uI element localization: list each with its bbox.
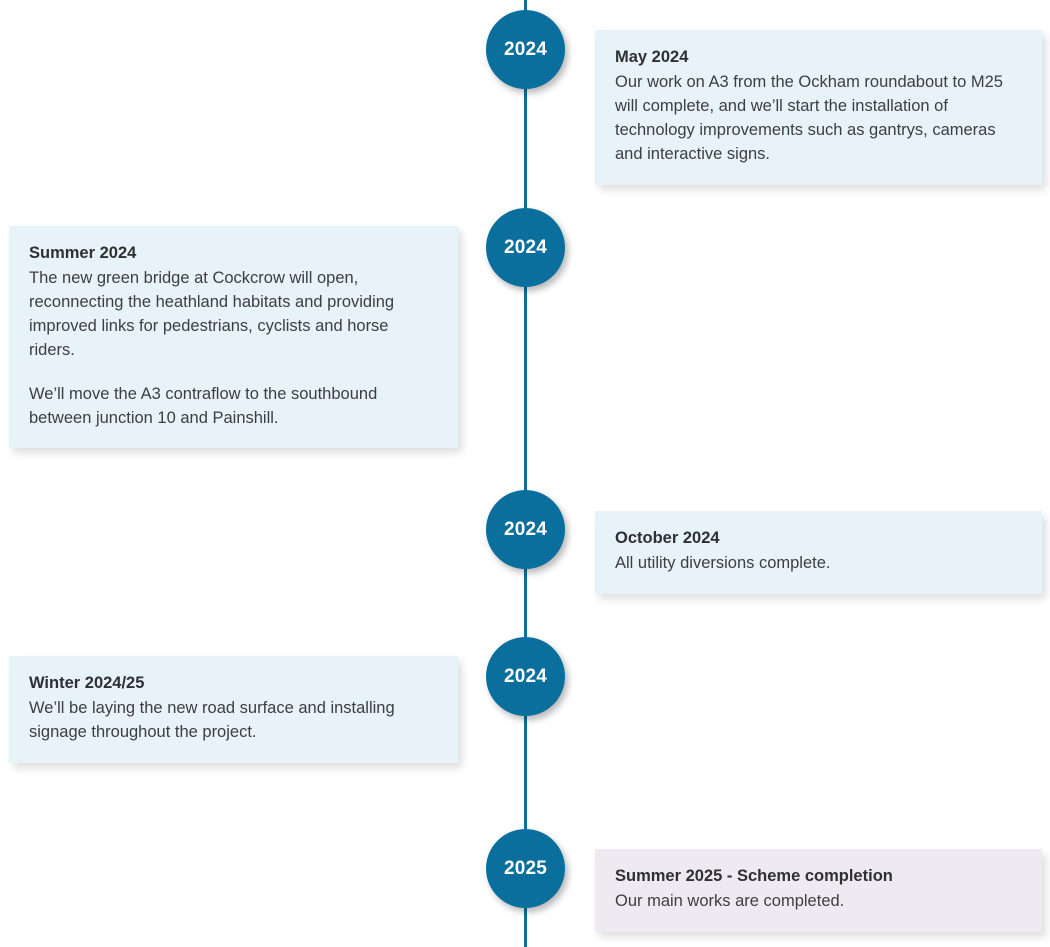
timeline-marker-year: 2024: [503, 666, 548, 687]
timeline-marker-year: 2024: [503, 519, 548, 540]
timeline-marker-year: 2024: [503, 237, 548, 258]
timeline-marker-5: 2025: [486, 829, 565, 908]
timeline-marker-4: 2024: [486, 637, 565, 716]
timeline-card-title: May 2024: [615, 48, 689, 66]
timeline-card-title: October 2024: [615, 529, 720, 547]
timeline-marker-1: 2024: [486, 10, 565, 89]
timeline-card-may-2024: May 2024 Our work on A3 from the Ockham …: [595, 30, 1042, 185]
timeline-card-winter-2024-25: Winter 2024/25 We’ll be laying the new r…: [9, 656, 458, 763]
timeline-card-paragraph: Our main works are completed.: [615, 891, 845, 910]
timeline-card-paragraph: Our work on A3 from the Ockham roundabou…: [615, 72, 1003, 163]
timeline-marker-2: 2024: [486, 208, 565, 287]
timeline-card-october-2024: October 2024 All utility diversions comp…: [595, 511, 1042, 594]
timeline-marker-year: 2025: [503, 858, 548, 879]
timeline-card-paragraph: We’ll be laying the new road surface and…: [29, 698, 395, 741]
timeline-card-summer-2025: Summer 2025 - Scheme completion Our main…: [595, 849, 1042, 932]
timeline-card-title: Summer 2024: [29, 244, 137, 262]
timeline-card-paragraph: All utility diversions complete.: [615, 553, 831, 572]
timeline-spine: [524, 0, 527, 947]
timeline-marker-3: 2024: [486, 490, 565, 569]
timeline-card-paragraph: The new green bridge at Cockcrow will op…: [29, 268, 395, 359]
timeline-card-summer-2024: Summer 2024 The new green bridge at Cock…: [9, 226, 458, 449]
timeline-card-title: Summer 2025 - Scheme completion: [615, 867, 893, 885]
timeline-card-paragraph: We’ll move the A3 contraflow to the sout…: [29, 384, 378, 427]
timeline-marker-year: 2024: [503, 39, 548, 60]
timeline-card-title: Winter 2024/25: [29, 674, 145, 692]
